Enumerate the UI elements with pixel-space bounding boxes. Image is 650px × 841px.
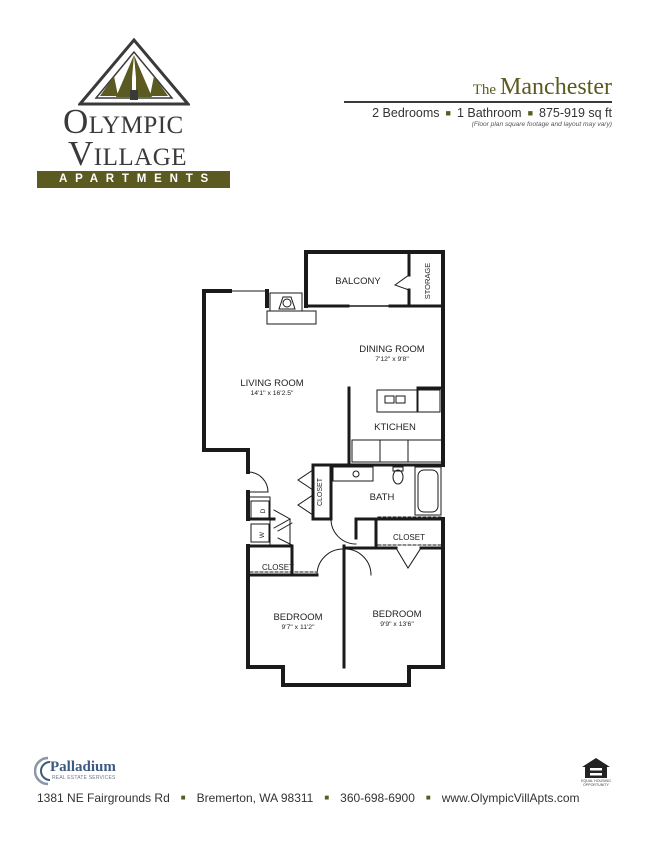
bedroom-right-dims: 9'9" x 13'6" bbox=[380, 621, 414, 628]
footer-address: 1381 NE Fairgrounds Rd bbox=[37, 791, 170, 805]
footer-website[interactable]: www.OlympicVillApts.com bbox=[441, 791, 580, 805]
olympic-village-logo-icon bbox=[78, 38, 190, 106]
bedroom-left-label: BEDROOM bbox=[273, 612, 322, 623]
equal-housing-icon bbox=[582, 758, 610, 778]
living-room-label: LIVING ROOM bbox=[240, 378, 303, 389]
plan-specs: 2 Bedrooms ■ 1 Bathroom ■ 875-919 sq ft bbox=[372, 106, 612, 120]
brand-name-line-2: Village bbox=[68, 134, 188, 173]
bullet-icon: ■ bbox=[527, 108, 534, 118]
bullet-icon: ■ bbox=[425, 793, 431, 802]
floor-plan: BALCONY STORAGE DINING ROOM 7'12" x 9'8"… bbox=[202, 250, 445, 687]
interior-walls bbox=[246, 250, 445, 669]
living-room-dims: 14'1" x 16'2.5" bbox=[251, 390, 295, 397]
bedroom-closet-label: CLOSET bbox=[262, 563, 294, 572]
kitchen-label: KTICHEN bbox=[374, 422, 416, 433]
plan-title-name: Manchester bbox=[500, 74, 612, 100]
fixtures bbox=[203, 274, 444, 576]
hall-closet-label: CLOSET bbox=[317, 477, 324, 506]
dining-room-dims: 7'12" x 9'8" bbox=[375, 356, 409, 363]
equal-housing-text: EQUAL HOUSING OPPORTUNITY bbox=[581, 779, 611, 787]
bullet-icon: ■ bbox=[324, 793, 330, 802]
balcony-label: BALCONY bbox=[335, 276, 381, 287]
title-divider bbox=[344, 101, 612, 103]
palladium-logo-icon bbox=[34, 756, 51, 786]
spec-bedrooms: 2 Bedrooms bbox=[372, 106, 440, 120]
plan-title: The Manchester bbox=[473, 74, 612, 101]
spec-bathrooms: 1 Bathroom bbox=[456, 106, 522, 120]
bullet-icon: ■ bbox=[180, 793, 186, 802]
footer-phone[interactable]: 360-698-6900 bbox=[340, 791, 415, 805]
exterior-walls bbox=[202, 250, 445, 687]
bullet-icon: ■ bbox=[445, 108, 451, 118]
management-subtitle: REAL ESTATE SERVICES bbox=[52, 775, 116, 781]
spec-size: 875-919 sq ft bbox=[539, 106, 612, 120]
plan-title-prefix: The bbox=[472, 82, 497, 98]
brand-name-line-1: Olympic bbox=[63, 102, 184, 141]
bedroom-left-dims: 9'7" x 11'2" bbox=[282, 624, 316, 631]
footer-city: Bremerton, WA 98311 bbox=[196, 791, 314, 805]
bedroom-right-label: BEDROOM bbox=[372, 609, 421, 620]
dining-room-label: DINING ROOM bbox=[359, 344, 425, 355]
brand-tagline: APARTMENTS bbox=[37, 171, 230, 188]
dryer-label: D bbox=[260, 508, 267, 513]
storage-label: STORAGE bbox=[423, 263, 432, 300]
management-name: Palladium bbox=[50, 759, 116, 775]
washer-label: W bbox=[259, 531, 266, 538]
contact-footer: 1381 NE Fairgrounds Rd ■ Bremerton, WA 983… bbox=[37, 791, 580, 805]
bath-closet-label: CLOSET bbox=[393, 533, 425, 542]
disclaimer: (Floor plan square footage and layout ma… bbox=[471, 121, 612, 128]
room-labels: BALCONY STORAGE DINING ROOM 7'12" x 9'8"… bbox=[240, 263, 432, 631]
bath-label: BATH bbox=[370, 492, 395, 503]
